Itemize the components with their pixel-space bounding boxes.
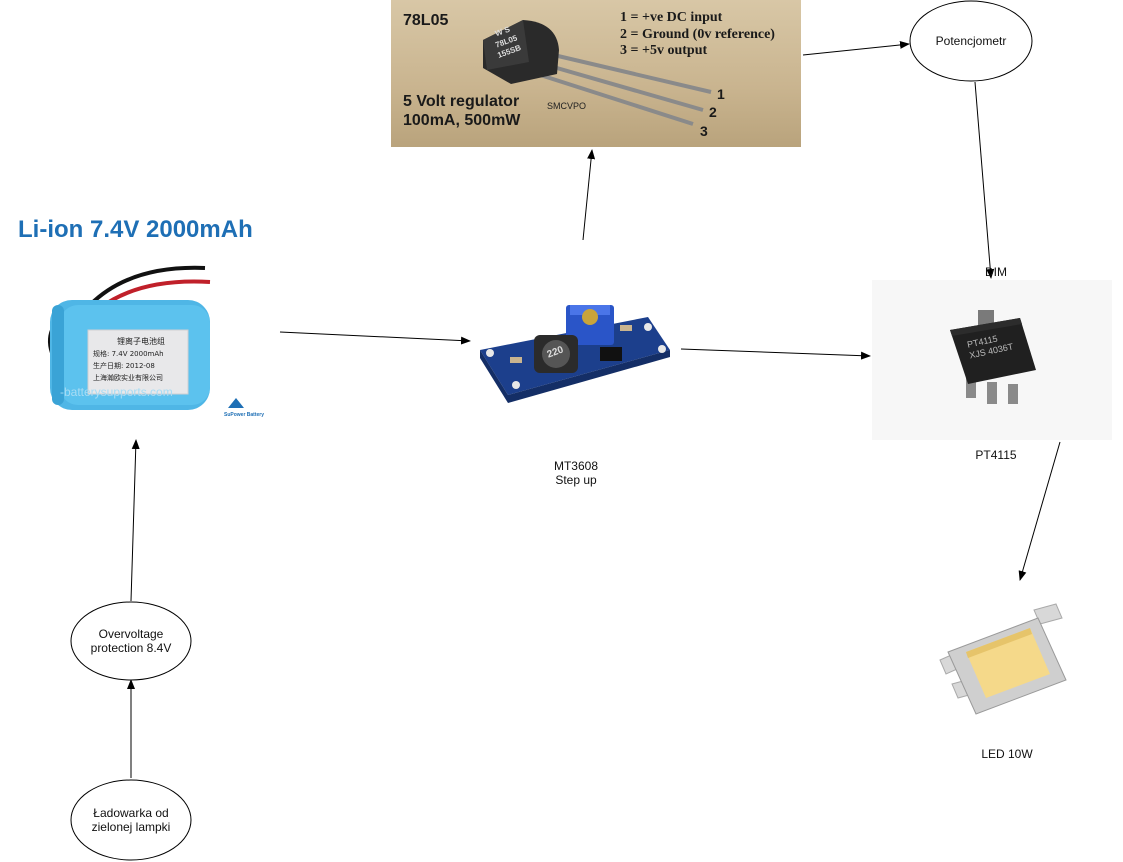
arrow-booster-to-regulator [582,149,596,241]
battery-sticker: 锂离子电池组 规格: 7.4V 2000mAh 生产日期: 2012-08 上海… [93,336,189,384]
booster-label: MT3608 Step up [530,459,622,487]
arrow-protection-to-battery [130,439,140,602]
arrow-battery-to-booster [279,331,471,345]
sticker-line-3: 生产日期: 2012-08 [93,362,155,370]
led-label: LED 10W [981,747,1033,761]
booster-board-image [480,305,670,403]
led-module-image [939,603,1067,715]
lead-number-3: 3 [700,123,708,139]
arrow-booster-to-driver [680,348,871,360]
to92-package-icon [483,20,712,126]
booster-label-2: Step up [555,473,597,487]
arrow-potentiometer-to-driver [974,81,995,279]
regulator-caption-2: 100mA, 500mW [403,112,521,129]
protection-label: Overvoltage protection 8.4V [90,627,172,655]
regulator-pin-2: 2 = Ground (0v reference) [620,27,775,42]
charger-label: Ładowarka od zielonej lampki [91,806,171,834]
battery-brand: SuPower Battery [224,412,265,418]
regulator-photo: 78L05 1 = +ve DC input 2 = Ground (0v re… [391,0,801,147]
sticker-line-4: 上海瀚欧实业有限公司 [93,374,163,382]
regulator-watermark: SMCVPO [547,101,587,111]
sticker-line-1: 锂离子电池组 [117,337,165,346]
sticker-line-2: 规格: 7.4V 2000mAh [93,350,164,358]
regulator-model: 78L05 [403,12,449,29]
potentiometer-node [909,0,1033,82]
battery-title: Li-ion 7.4V 2000mAh [18,216,253,243]
arrow-regulator-to-potentiometer [802,40,910,56]
potentiometer-label: Potencjometr [935,34,1007,48]
battery-watermark: -batterysupports.com [60,385,173,399]
driver-chip-image [872,280,1112,440]
dim-label: DIM [985,265,1007,279]
arrow-driver-to-led [1018,441,1061,581]
lead-number-1: 1 [717,86,725,102]
booster-label-1: MT3608 [553,459,599,473]
charger-node [70,779,192,861]
driver-label: PT4115 [975,448,1017,462]
regulator-pin-1: 1 = +ve DC input [620,10,723,25]
lead-number-2: 2 [709,104,717,120]
protection-node [70,601,192,681]
regulator-caption-1: 5 Volt regulator [403,93,520,110]
battery-pack-image [48,265,244,410]
regulator-pin-3: 3 = +5v output [620,43,708,58]
